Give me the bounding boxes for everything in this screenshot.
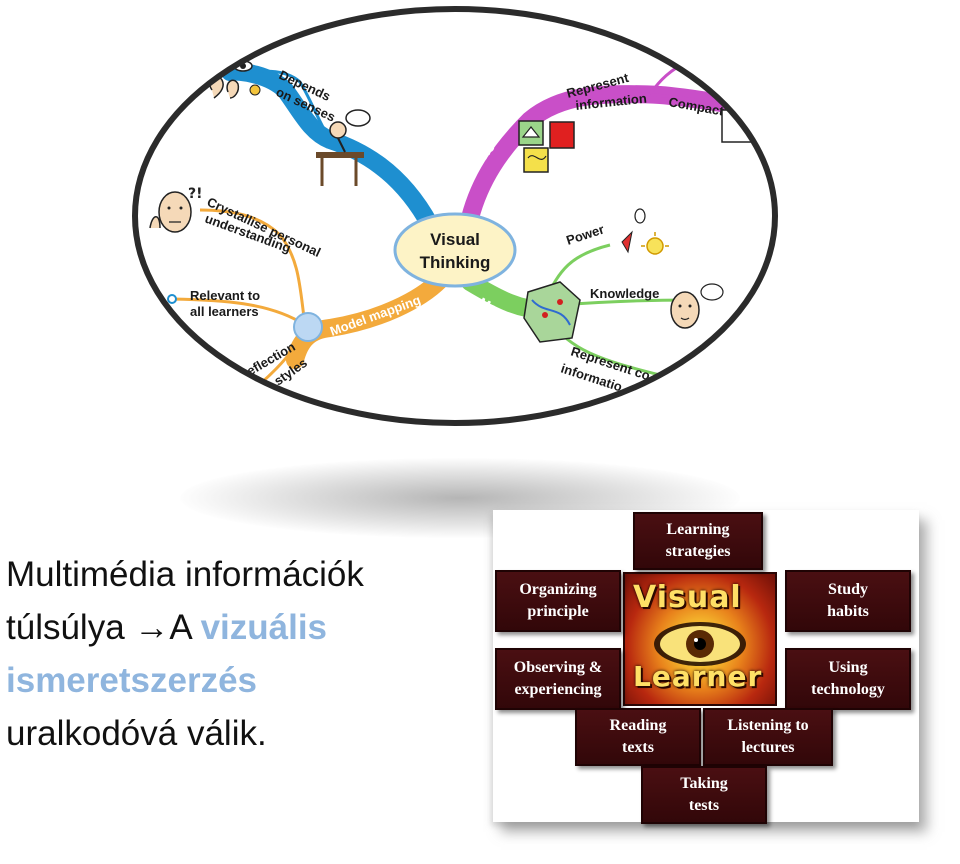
listening-lectures-box: Listening to lectures <box>703 708 833 766</box>
using-technology-line-2: technology <box>811 681 885 698</box>
caption-word-tulsulya: túlsúlya <box>6 608 125 647</box>
knowledge-label: Knowledge <box>590 286 659 301</box>
caption-highlight-vizualis: vizuális <box>200 608 328 647</box>
visual-word: Visual <box>633 580 742 615</box>
caption-highlight-ismeretszerzes: ismeretszerzés <box>6 661 257 700</box>
listening-line-2: lectures <box>741 739 795 756</box>
reading-texts-line-1: Reading <box>609 717 667 734</box>
represent-information-label-2: information <box>575 91 648 113</box>
using-technology-box: Using technology <box>785 648 911 710</box>
mind-map-frame <box>132 6 778 426</box>
model-mapping-branch <box>286 271 449 369</box>
caption-line-1: Multimédia információk <box>6 555 364 594</box>
learning-strategies-box: Learning strategies <box>633 512 763 570</box>
eye-icon <box>654 622 746 666</box>
organizing-principle-line-2: principle <box>527 603 589 620</box>
organizing-principle-line-1: Organizing <box>519 581 597 598</box>
relevant-label-1: Relevant to <box>190 288 260 303</box>
study-habits-line-1: Study <box>827 581 868 598</box>
visual-learner-collage: Visual Learner Learning strategies Organi… <box>493 510 919 824</box>
learning-strategies-line-1: Learning <box>666 521 730 538</box>
symbols-icons <box>518 120 575 173</box>
caption-text: Multimédia információk túlsúlya →A vizuá… <box>6 548 476 760</box>
learning-strategies-line-2: strategies <box>665 543 731 560</box>
taking-tests-line-1: Taking <box>680 775 728 792</box>
model-mapping-node <box>293 312 323 342</box>
caption-word-a: A <box>169 608 191 647</box>
listening-line-1: Listening to <box>727 717 809 734</box>
visual-thinking-center <box>393 212 517 288</box>
visual-learner-eye-image: Visual Learner <box>623 572 777 706</box>
arrow-right-icon: → <box>134 608 170 647</box>
observing-line-1: Observing & <box>513 659 603 676</box>
observing-experiencing-box: Observing & experiencing <box>495 648 621 710</box>
organizing-principle-box: Organizing principle <box>495 570 621 632</box>
relevant-label-2: all learners <box>190 304 259 319</box>
using-technology-line-1: Using <box>828 659 868 676</box>
visual-thinking-mind-map: Learning Symbols Map Model mapping Depen… <box>132 6 778 426</box>
power-icons <box>621 208 669 255</box>
taking-tests-line-2: tests <box>688 797 720 814</box>
center-line-2: Thinking <box>420 253 491 272</box>
crystallise-face-icon: ?! <box>149 186 203 233</box>
learner-word: Learner <box>633 660 763 693</box>
observing-line-2: experiencing <box>514 681 602 698</box>
student-desk-icon <box>316 109 371 186</box>
svg-text:?!: ?! <box>188 186 203 202</box>
reading-texts-box: Reading texts <box>575 708 701 766</box>
map-illustration <box>523 281 581 343</box>
study-habits-line-2: habits <box>827 603 869 620</box>
thinking-face-icon <box>670 283 724 329</box>
study-habits-box: Study habits <box>785 570 911 632</box>
caption-line-2: túlsúlya →A vizuális <box>6 601 476 654</box>
learning-branch <box>221 62 439 234</box>
caption-line-4: uralkodóvá válik. <box>6 714 267 753</box>
center-line-1: Visual <box>430 230 480 249</box>
taking-tests-box: Taking tests <box>641 766 767 824</box>
reading-texts-line-2: texts <box>622 739 654 756</box>
